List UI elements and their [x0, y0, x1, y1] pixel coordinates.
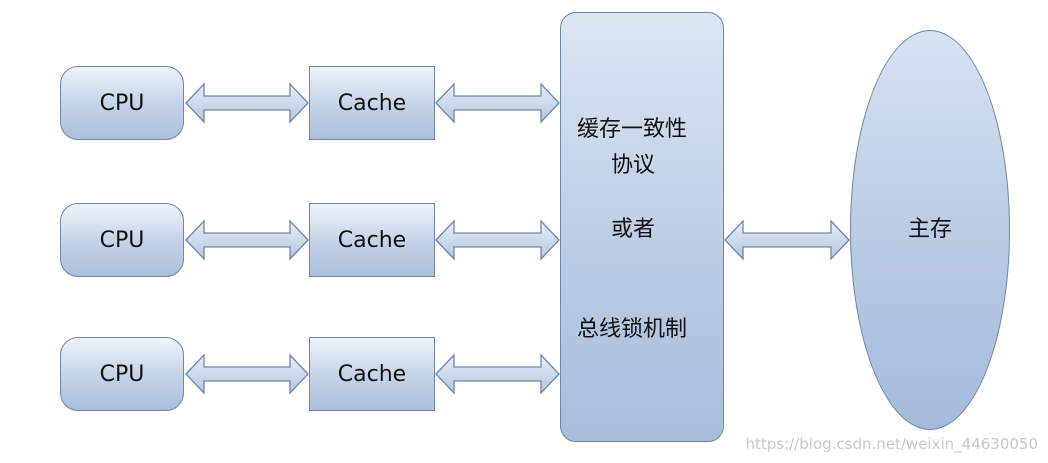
cpu-box-3: CPU [60, 337, 184, 411]
cache-box-2: Cache [309, 203, 435, 277]
cpu-label: CPU [99, 227, 145, 253]
double-arrow-cache-bus-3 [435, 353, 560, 395]
cpu-label: CPU [99, 90, 145, 116]
double-arrow-cache-bus-1 [435, 82, 560, 124]
watermark-text: https://blog.csdn.net/weixin_44630050 [745, 435, 1038, 453]
cache-box-1: Cache [309, 66, 435, 140]
bus-lock-label: 总线锁机制 [577, 317, 688, 342]
coherence-bus-box: 缓存一致性 协议 或者 总线锁机制 [560, 12, 724, 442]
cache-label: Cache [337, 361, 407, 387]
protocol-label-line1: 缓存一致性 [577, 117, 688, 142]
cache-label: Cache [337, 227, 407, 253]
double-arrow-cpu-cache-2 [185, 219, 309, 261]
cache-box-3: Cache [309, 337, 435, 411]
cpu-box-2: CPU [60, 203, 184, 277]
double-arrow-cache-bus-2 [435, 219, 560, 261]
protocol-label-line2: 协议 [611, 153, 656, 178]
or-label: 或者 [611, 217, 656, 242]
cpu-label: CPU [99, 361, 145, 387]
main-memory-ellipse: 主存 [850, 30, 1010, 430]
double-arrow-cpu-cache-3 [185, 353, 309, 395]
double-arrow-cpu-cache-1 [185, 82, 309, 124]
cache-label: Cache [337, 90, 407, 116]
double-arrow-bus-memory [724, 219, 850, 261]
cpu-box-1: CPU [60, 66, 184, 140]
main-memory-label: 主存 [907, 217, 952, 242]
